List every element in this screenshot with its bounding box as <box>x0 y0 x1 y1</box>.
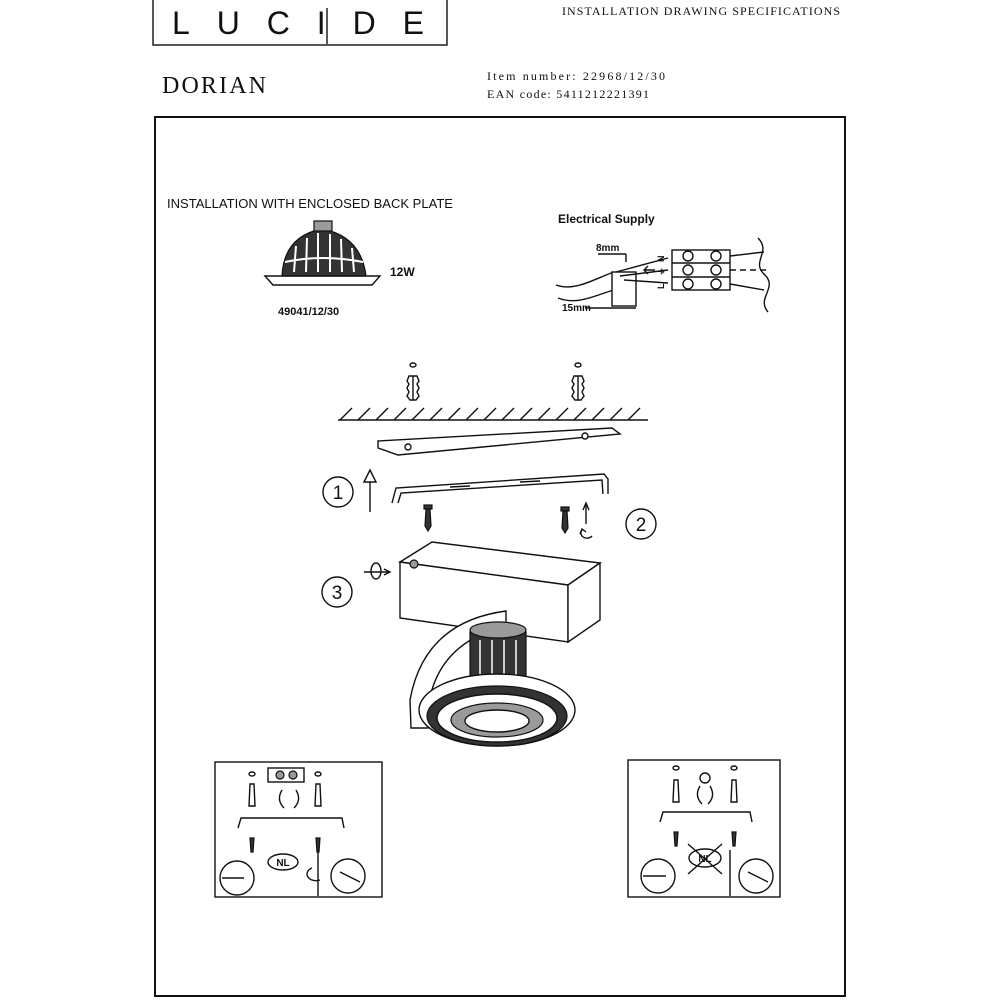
step-3-badge: 3 <box>321 576 353 608</box>
electrical-supply-title: Electrical Supply <box>558 212 655 226</box>
document-title: INSTALLATION DRAWING SPECIFICATIONS <box>562 4 840 18</box>
strip-length-label: 8mm <box>596 243 619 254</box>
sheath-length-label: 15mm <box>562 303 591 314</box>
step-1-badge: 1 <box>322 476 354 508</box>
product-name: DORIAN <box>162 73 266 99</box>
lucide-logo: LUCIDE <box>152 0 448 46</box>
terminal-label-n: N <box>656 256 666 263</box>
bulb-icon <box>263 220 382 286</box>
detail-box-left: NL <box>214 761 383 898</box>
wall-plug-left <box>406 362 420 401</box>
wall-plug-right <box>571 362 585 401</box>
lamp-housing <box>397 541 602 644</box>
bulb-code: 49041/12/30 <box>278 306 339 318</box>
wiring-diagram <box>555 237 770 313</box>
step-2-badge: 2 <box>625 508 657 540</box>
drawing-frame <box>154 116 846 997</box>
section-title: INSTALLATION WITH ENCLOSED BACK PLATE <box>167 196 453 211</box>
up-arrow-icon <box>362 468 378 512</box>
screw-right <box>560 506 570 535</box>
rotate-icon <box>579 527 593 539</box>
terminal-label-l: L <box>656 283 666 289</box>
step-2-number: 2 <box>636 515 647 536</box>
ean-code: EAN code: 5411212221391 <box>487 87 649 101</box>
screw-left <box>423 504 433 533</box>
step-1-number: 1 <box>333 483 344 504</box>
rotate-screw-icon <box>364 562 392 580</box>
step-3-number: 3 <box>332 583 343 604</box>
left-country-badge: NL <box>276 858 289 869</box>
mounting-bracket <box>391 473 609 504</box>
item-number: Item number: 22968/12/30 <box>487 69 665 83</box>
detail-box-right: NL <box>627 759 781 898</box>
small-up-arrow-icon <box>582 501 590 524</box>
terminal-label-earth: ⏚ <box>656 267 666 276</box>
logo-text: LUCIDE <box>172 5 424 41</box>
bulb-wattage: 12W <box>390 265 415 279</box>
lamp-head <box>409 610 576 747</box>
back-plate <box>377 427 622 456</box>
ceiling <box>338 407 648 421</box>
